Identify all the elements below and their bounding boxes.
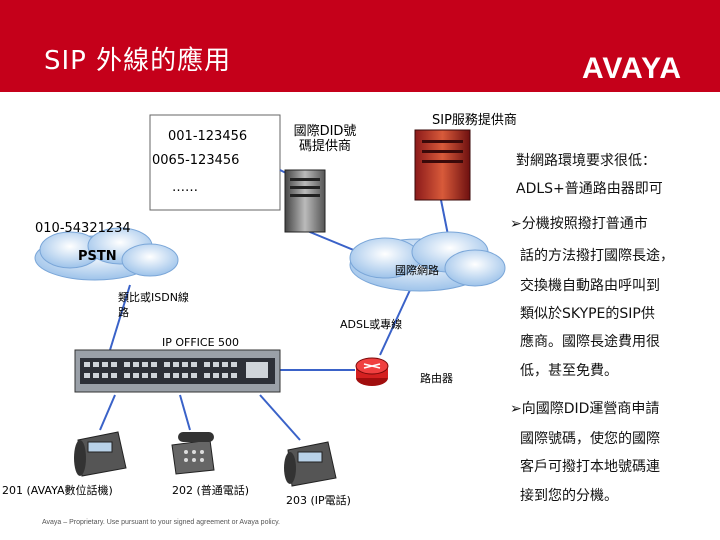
did-provider-label: 國際DID號碼提供商 — [293, 124, 357, 154]
bullet1-line-2: 話的方法撥打國際長途， — [520, 248, 674, 264]
isdn-label: 類比或ISDN線路 — [118, 291, 189, 319]
pstn-cloud — [34, 227, 179, 281]
phone-202-label: 202 (普通電話) — [172, 484, 250, 497]
sip-provider-label: SIP服務提供商 — [432, 113, 517, 128]
router-icon — [355, 357, 389, 386]
sip-server-icon — [414, 129, 471, 201]
router-label: 路由器 — [420, 372, 453, 385]
line-pstn-to-ipoffice — [109, 284, 131, 351]
line-ipoffice-to-203 — [259, 394, 301, 441]
did-number-2: 0065-123456 — [152, 153, 240, 168]
internet-label: 國際網路 — [395, 264, 439, 277]
pstn-number: 010-54321234 — [35, 221, 131, 236]
did-number-box — [149, 114, 281, 211]
note-line-1: 對網路環境要求很低： — [516, 153, 656, 169]
footer-text: Avaya – Proprietary. Use pursuant to you… — [42, 519, 280, 526]
header-bar: SIP 外線的應用 AVAYA — [0, 0, 720, 92]
bullet2-line-3: 客戶可撥打本地號碼連 — [520, 459, 660, 475]
bullet2-line-2: 國際號碼，使您的國際 — [520, 431, 660, 447]
ip-office-label: IP OFFICE 500 — [162, 336, 240, 349]
bullet1-line-1: ➢分機按照撥打普通市 — [510, 216, 648, 232]
did-number-1: 001-123456 — [168, 129, 248, 144]
pstn-label: PSTN — [78, 249, 117, 264]
internet-cloud — [349, 231, 506, 292]
digital-phone-201-icon — [74, 431, 127, 477]
phone-203-label: 203 (IP電話) — [286, 494, 351, 507]
bullet1-line-5: 應商。國際長途費用很 — [520, 334, 660, 350]
page-title: SIP 外線的應用 — [44, 46, 232, 76]
bullet1-line-4: 類似於SKYPE的SIP供 — [520, 306, 655, 322]
ip-office-icon — [74, 349, 281, 393]
bullet1-line-6: 低，甚至免費。 — [520, 363, 618, 379]
line-internet-to-router — [379, 289, 411, 356]
bullet2-line-4: 接到您的分機。 — [520, 488, 618, 504]
ip-phone-203-icon — [284, 441, 337, 487]
adsl-label: ADSL或專線 — [340, 318, 403, 331]
avaya-logo: AVAYA — [581, 52, 682, 85]
phone-201-label: 201 (AVAYA數位話機) — [2, 484, 113, 497]
did-number-more: …… — [172, 180, 198, 195]
bullet2-line-1: ➢向國際DID運營商申請 — [510, 401, 660, 417]
note-line-2: ADLS+普通路由器即可 — [516, 181, 663, 197]
line-ipoffice-to-201 — [99, 394, 116, 431]
line-ipoffice-to-202 — [179, 394, 191, 431]
did-server-icon — [284, 169, 326, 233]
bullet1-line-3: 交換機自動路由呼叫到 — [520, 278, 660, 294]
analog-phone-202-icon — [171, 432, 215, 475]
